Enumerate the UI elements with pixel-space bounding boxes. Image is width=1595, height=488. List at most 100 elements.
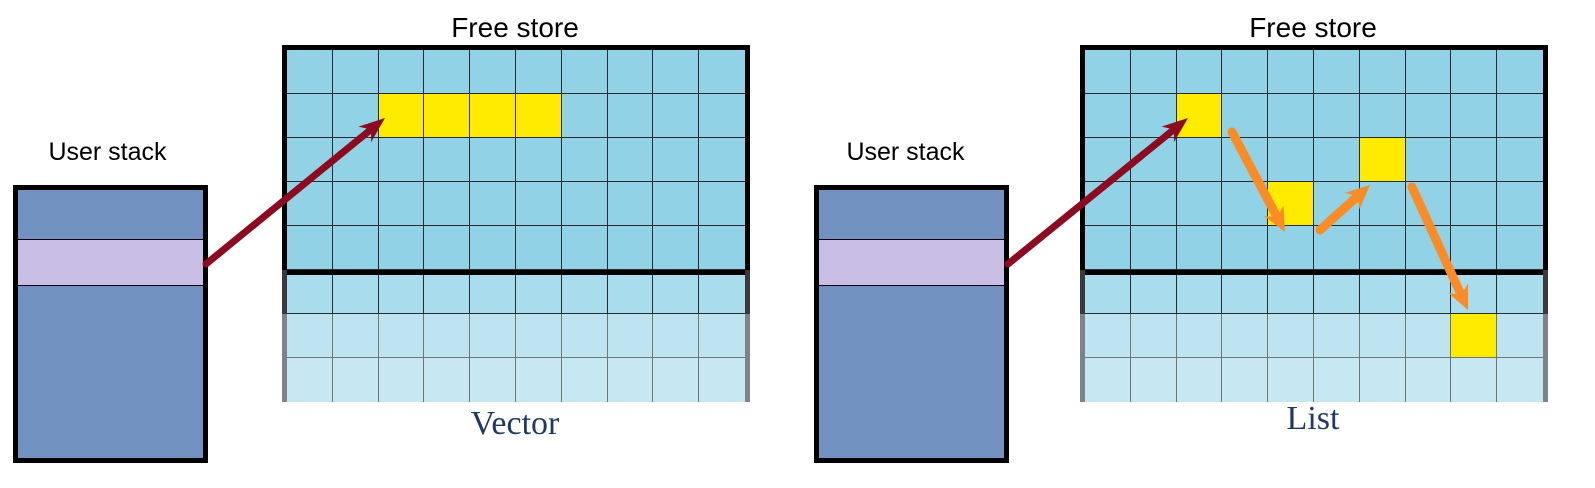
stack-segment-upper-frame bbox=[18, 190, 203, 240]
free-cell bbox=[1222, 314, 1269, 358]
panel-caption-vector: Vector bbox=[470, 405, 560, 442]
free-cell bbox=[607, 314, 654, 358]
free-cell bbox=[1130, 50, 1177, 94]
free-cell bbox=[1405, 270, 1452, 314]
free-cell bbox=[1451, 182, 1498, 226]
free-cell bbox=[287, 314, 333, 358]
free-cell bbox=[1176, 358, 1223, 402]
allocated-cell bbox=[516, 94, 562, 138]
free-cell bbox=[1405, 314, 1452, 358]
free-cell bbox=[1451, 138, 1498, 182]
free-cell bbox=[1497, 138, 1543, 182]
free-cell bbox=[1222, 94, 1269, 138]
free-cell bbox=[1085, 182, 1131, 226]
free-cell bbox=[653, 94, 700, 138]
free-cell bbox=[332, 270, 379, 314]
free-cell bbox=[1314, 358, 1360, 402]
free-cell bbox=[1176, 314, 1223, 358]
free-cell bbox=[1497, 182, 1543, 226]
free-cell bbox=[378, 314, 425, 358]
free-cell bbox=[470, 182, 516, 226]
free-cell bbox=[470, 226, 516, 270]
free-cell bbox=[1130, 182, 1177, 226]
free-cell bbox=[287, 138, 333, 182]
free-cell bbox=[424, 270, 471, 314]
free-cell bbox=[1130, 226, 1177, 270]
free-cell bbox=[1176, 226, 1223, 270]
free-cell bbox=[1268, 358, 1314, 402]
free-cell bbox=[424, 138, 471, 182]
free-cell bbox=[1085, 270, 1131, 314]
free-cell bbox=[378, 138, 425, 182]
free-cell bbox=[516, 50, 562, 94]
user-stack-title: User stack bbox=[846, 138, 965, 166]
free-cell bbox=[1130, 270, 1177, 314]
free-cell bbox=[653, 50, 700, 94]
free-cell bbox=[1314, 94, 1360, 138]
free-cell bbox=[287, 50, 333, 94]
free-cell bbox=[424, 314, 471, 358]
free-cell bbox=[607, 182, 654, 226]
free-cell bbox=[1268, 270, 1314, 314]
free-cell bbox=[1222, 358, 1269, 402]
free-store-grid bbox=[1080, 45, 1548, 402]
free-cell bbox=[287, 94, 333, 138]
free-cell bbox=[607, 358, 654, 402]
free-cell bbox=[1451, 358, 1498, 402]
free-cell bbox=[470, 50, 516, 94]
stack-segment-upper-frame bbox=[819, 190, 1004, 240]
free-cell bbox=[1359, 314, 1406, 358]
stack-segment-allocated-vector-handle bbox=[18, 240, 203, 286]
free-cell bbox=[516, 314, 562, 358]
stack-segment-lower-frame bbox=[819, 286, 1004, 458]
free-cell bbox=[699, 270, 745, 314]
free-cell bbox=[607, 226, 654, 270]
free-cell bbox=[1314, 314, 1360, 358]
free-cell bbox=[1222, 182, 1269, 226]
free-cell bbox=[1130, 94, 1177, 138]
free-cell bbox=[607, 94, 654, 138]
free-cell bbox=[516, 182, 562, 226]
free-cell bbox=[653, 314, 700, 358]
free-cell bbox=[1085, 138, 1131, 182]
free-cell bbox=[287, 226, 333, 270]
free-cell bbox=[470, 270, 516, 314]
free-cell bbox=[607, 270, 654, 314]
free-cell bbox=[607, 138, 654, 182]
free-cell bbox=[470, 358, 516, 402]
free-cell bbox=[424, 182, 471, 226]
free-store-title: Free store bbox=[1249, 12, 1377, 43]
allocated-cell bbox=[1359, 138, 1406, 182]
free-cell bbox=[1359, 182, 1406, 226]
allocated-cell bbox=[1268, 182, 1314, 226]
free-cell bbox=[561, 270, 608, 314]
free-cell bbox=[1085, 314, 1131, 358]
free-cell bbox=[1497, 226, 1543, 270]
free-cell bbox=[1130, 314, 1177, 358]
free-cell bbox=[1222, 270, 1269, 314]
free-cell bbox=[1497, 94, 1543, 138]
free-cell bbox=[1359, 358, 1406, 402]
allocated-cell bbox=[1176, 94, 1223, 138]
free-cell bbox=[470, 314, 516, 358]
free-cell bbox=[1451, 94, 1498, 138]
free-cell bbox=[1451, 270, 1498, 314]
user-stack-box bbox=[13, 185, 208, 463]
free-cell bbox=[1497, 270, 1543, 314]
free-cell bbox=[424, 50, 471, 94]
free-cell bbox=[287, 270, 333, 314]
free-cell bbox=[653, 358, 700, 402]
free-cell bbox=[1176, 138, 1223, 182]
free-cell bbox=[1497, 314, 1543, 358]
allocated-cell bbox=[424, 94, 471, 138]
free-cell bbox=[653, 226, 700, 270]
free-cell bbox=[1085, 94, 1131, 138]
free-cell bbox=[1268, 226, 1314, 270]
free-cell bbox=[561, 182, 608, 226]
free-cell bbox=[332, 358, 379, 402]
free-cell bbox=[516, 270, 562, 314]
free-cell bbox=[470, 138, 516, 182]
user-stack-title: User stack bbox=[48, 138, 167, 166]
free-cell bbox=[1314, 138, 1360, 182]
free-cell bbox=[1222, 226, 1269, 270]
